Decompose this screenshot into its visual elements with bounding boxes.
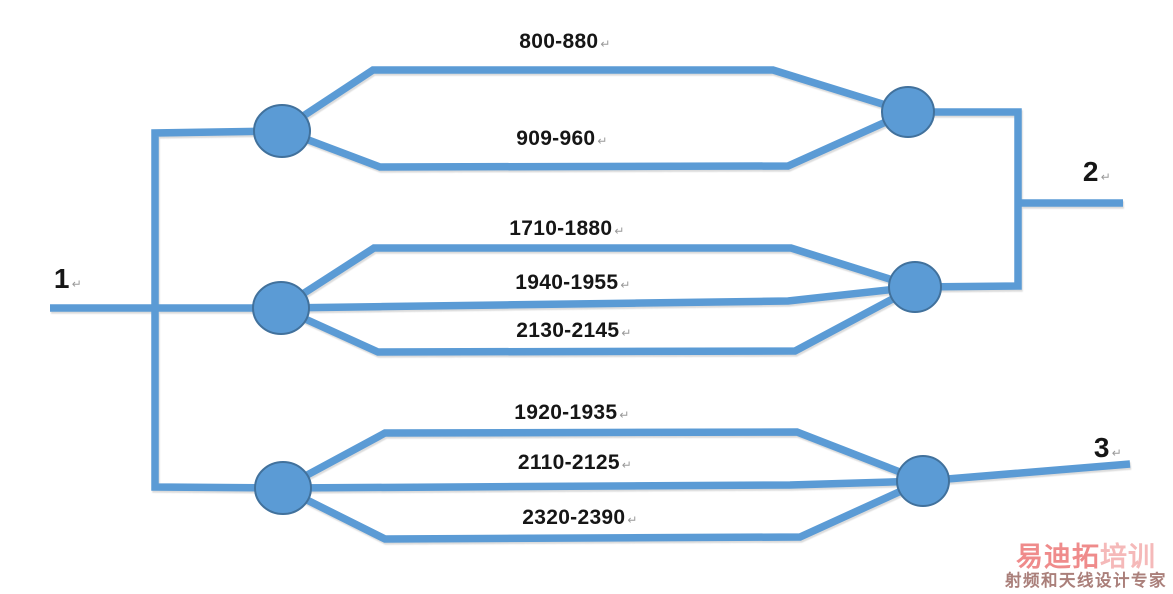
- band-text: 2110-2125: [517, 451, 620, 474]
- port-number: 2: [1082, 156, 1099, 187]
- port1-feed-and-direct-band-1940-1955-path: [50, 283, 916, 312]
- band-text: 2320-2390: [522, 506, 626, 529]
- paragraph-mark: ↵: [620, 278, 631, 292]
- band-path-2320-2390: [281, 477, 925, 543]
- band-label-1920-1935: 1920-1935↵: [514, 401, 630, 425]
- paragraph-mark: ↵: [71, 277, 83, 291]
- band-label-2130-2145: 2130-2145↵: [516, 319, 632, 343]
- band-path-1710-1880: [278, 244, 917, 312]
- watermark-title-part1: 易迪拓: [1016, 541, 1100, 572]
- direct-band-2110-2125-and-port3-output-line: [282, 460, 1131, 492]
- band-path-909-960: [280, 108, 910, 171]
- node-left-bottom: [254, 461, 312, 515]
- paragraph-mark: ↵: [621, 326, 632, 340]
- band-text: 909-960: [516, 127, 596, 150]
- right-bus-line: [908, 108, 1022, 291]
- band-label-800-880: 800-880↵: [519, 30, 611, 54]
- band-label-1940-1955: 1940-1955↵: [515, 271, 631, 295]
- band-label-2320-2390: 2320-2390↵: [522, 506, 638, 530]
- paragraph-mark: ↵: [597, 134, 608, 148]
- band-text: 1940-1955: [515, 271, 619, 294]
- node-left-top: [253, 104, 311, 158]
- band-text: 800-880: [519, 30, 599, 53]
- watermark-title: 易迪拓培训: [1005, 541, 1167, 572]
- port-number: 1: [53, 263, 70, 294]
- band-text: 1710-1880: [509, 217, 613, 240]
- watermark-subtitle: 射频和天线设计专家: [1005, 571, 1167, 591]
- band-text: 2130-2145: [516, 319, 620, 342]
- band-label-2110-2125: 2110-2125↵: [518, 451, 632, 475]
- node-right-middle: [888, 261, 942, 313]
- paragraph-mark: ↵: [600, 37, 611, 51]
- node-left-middle: [252, 281, 310, 335]
- band-label-1710-1880: 1710-1880↵: [509, 217, 625, 241]
- watermark-logo: 易迪拓培训 射频和天线设计专家: [1005, 541, 1167, 591]
- paragraph-mark: ↵: [1100, 170, 1112, 184]
- band-path-800-880: [279, 66, 910, 134]
- band-label-909-960: 909-960↵: [516, 127, 608, 151]
- band-text: 1920-1935: [514, 401, 618, 424]
- paragraph-mark: ↵: [621, 458, 633, 472]
- port-number: 3: [1093, 432, 1110, 463]
- paragraph-mark: ↵: [614, 224, 625, 238]
- port-label-1: 1↵: [54, 263, 82, 295]
- paragraph-mark: ↵: [619, 408, 630, 422]
- band-path-1920-1935: [281, 428, 925, 492]
- paragraph-mark: ↵: [627, 513, 638, 527]
- paragraph-mark: ↵: [1111, 446, 1123, 460]
- node-right-top: [881, 86, 935, 138]
- node-right-bottom: [896, 455, 950, 507]
- watermark-title-part2: 培训: [1100, 541, 1156, 572]
- port-label-2: 2↵: [1083, 156, 1111, 188]
- band-path-2130-2145: [279, 283, 917, 356]
- port-label-3: 3↵: [1094, 432, 1122, 464]
